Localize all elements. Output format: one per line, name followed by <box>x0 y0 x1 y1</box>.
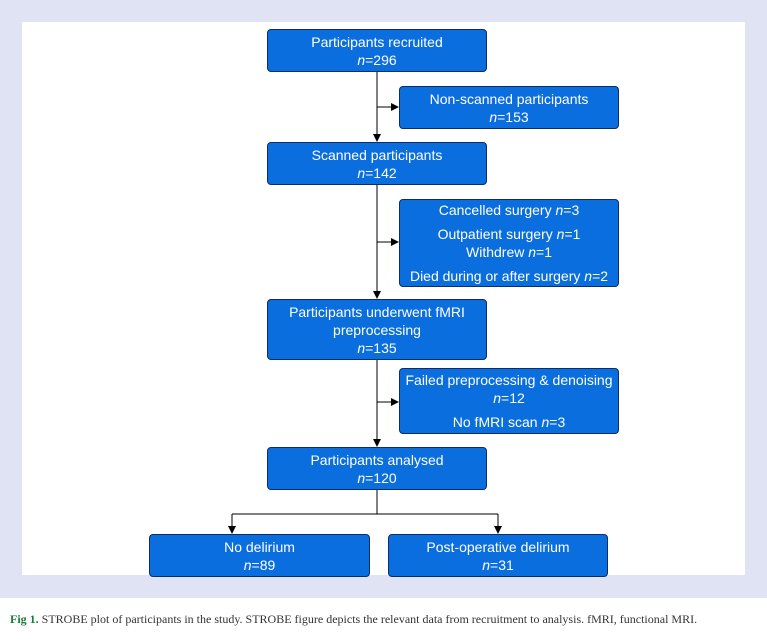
no-delirium-count: n=89 <box>243 556 276 573</box>
preprocessing-title-1: Participants underwent fMRI <box>289 303 465 320</box>
analysed-count: n=120 <box>357 469 397 486</box>
non-scanned-title: Non-scanned participants <box>429 90 589 107</box>
box-no-delirium: No delirium n=89 <box>149 534 370 577</box>
non-scanned-count: n=153 <box>489 108 529 125</box>
no-fmri-scan: No fMRI scan n=3 <box>452 414 566 430</box>
flow-connectors <box>228 72 502 534</box>
analysed-title: Participants analysed <box>310 451 444 468</box>
died-during-after-surgery: Died during or after surgery n=2 <box>409 268 609 284</box>
figure-label: Fig 1. <box>10 612 39 626</box>
preprocessing-title-2: preprocessing <box>333 321 421 338</box>
box-non-scanned: Non-scanned participants n=153 <box>399 86 619 129</box>
box-exclusions-1: Cancelled surgery n=3 Outpatient surgery… <box>399 199 619 287</box>
recruited-count: n=296 <box>357 51 397 68</box>
recruited-title: Participants recruited <box>311 33 443 50</box>
box-analysed: Participants analysed n=120 <box>267 447 487 490</box>
delirium-title: Post-operative delirium <box>426 538 570 555</box>
box-exclusions-2: Failed preprocessing & denoising n=12 No… <box>399 368 619 434</box>
box-preprocessing: Participants underwent fMRI preprocessin… <box>267 299 487 360</box>
box-post-operative-delirium: Post-operative delirium n=31 <box>388 534 608 577</box>
failed-preprocessing: Failed preprocessing & denoising <box>405 372 613 388</box>
scanned-title: Scanned participants <box>311 146 443 163</box>
no-delirium-title: No delirium <box>224 538 295 555</box>
cancelled-surgery: Cancelled surgery n=3 <box>438 202 580 218</box>
preprocessing-count: n=135 <box>357 339 397 356</box>
caption-text: STROBE plot of participants in the study… <box>38 612 698 626</box>
delirium-count: n=31 <box>482 556 514 573</box>
outpatient-surgery: Outpatient surgery n=1 <box>437 226 581 242</box>
box-recruited: Participants recruited n=296 <box>267 29 487 72</box>
failed-preprocessing-count: n=12 <box>493 390 525 406</box>
scanned-count: n=142 <box>357 164 397 181</box>
box-scanned: Scanned participants n=142 <box>267 142 487 185</box>
withdrew: Withdrew n=1 <box>466 244 552 260</box>
figure-caption: Fig 1. STROBE plot of participants in th… <box>10 612 760 627</box>
